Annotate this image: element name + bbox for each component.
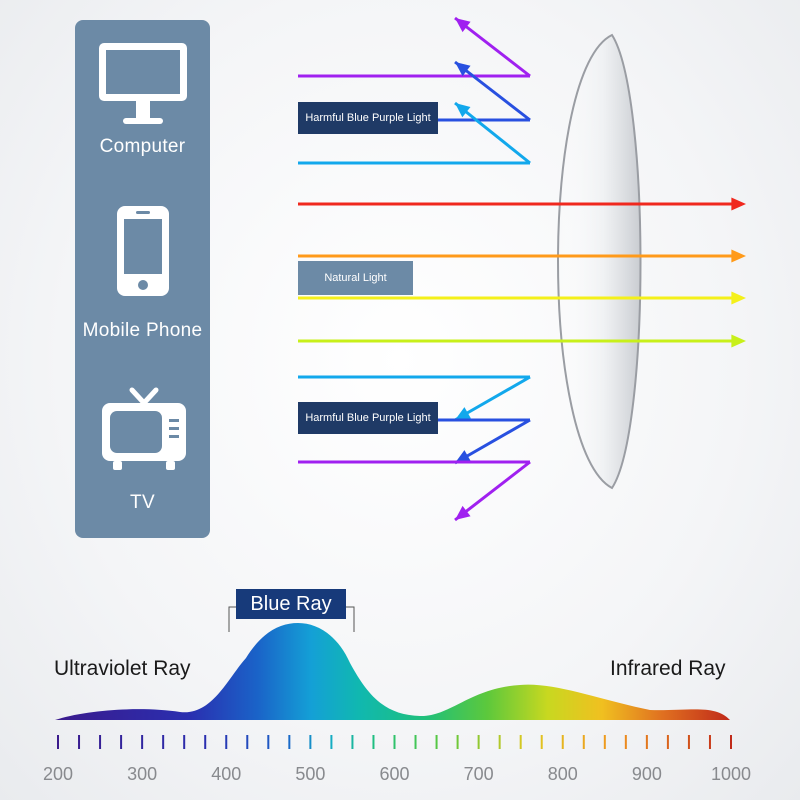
axis-tick-label: 300 xyxy=(127,764,157,784)
spectrum-tick-mark xyxy=(687,735,690,749)
spectrum-tick-mark xyxy=(666,735,669,749)
axis-tick-label: 800 xyxy=(548,764,578,784)
infrared-ray-label: Infrared Ray xyxy=(610,657,726,680)
arrowhead-cyan-3 xyxy=(455,407,471,420)
spectrum-tick-mark xyxy=(435,735,438,749)
axis-tick-label: 600 xyxy=(379,764,409,784)
blue-ray-label: Blue Ray xyxy=(236,589,346,619)
device-label-tv: TV xyxy=(130,492,155,513)
spectrum-curve xyxy=(55,623,730,720)
spectrum-tick-mark xyxy=(456,735,459,749)
light-ray-diagram xyxy=(298,16,746,522)
spectrum-tick-mark xyxy=(730,735,732,749)
spectrum-tick-mark xyxy=(645,735,648,749)
spectrum-tick-mark xyxy=(141,735,144,749)
arrowhead-red xyxy=(731,197,746,211)
spectrum-tick-mark xyxy=(330,735,333,749)
spectrum-tick-mark xyxy=(204,735,207,749)
spectrum-tick-mark xyxy=(120,735,123,749)
device-label-computer: Computer xyxy=(99,136,186,157)
reflected-ray-blue-diagonal-1 xyxy=(454,60,531,122)
spectrum-tick-mark xyxy=(498,735,501,749)
axis-tick-label: 700 xyxy=(464,764,494,784)
arrowhead-cyan-2 xyxy=(455,103,471,118)
arrowhead-violet-0 xyxy=(455,18,471,33)
light-spectrum: 200 300 400 500 600 700 800 900 1000 xyxy=(43,606,751,784)
spectrum-tick-mark xyxy=(351,735,354,749)
spectrum-tick-mark xyxy=(246,735,249,749)
spectrum-tick-mark xyxy=(225,735,228,749)
axis-tick-label: 200 xyxy=(43,764,73,784)
spectrum-tick-mark xyxy=(288,735,291,749)
spectrum-tick-mark xyxy=(57,735,59,749)
axis-tick-label: 500 xyxy=(295,764,325,784)
monitor-icon xyxy=(99,43,187,124)
device-label-mobile-phone: Mobile Phone xyxy=(82,320,203,341)
reflected-ray-violet-diagonal-5 xyxy=(454,460,531,522)
spectrum-tick-mark xyxy=(309,735,312,749)
spectrum-tick-mark xyxy=(477,735,480,749)
spectrum-tick-mark xyxy=(582,735,585,749)
axis-tick-label: 900 xyxy=(632,764,662,784)
harmful-light-label-top: Harmful Blue Purple Light xyxy=(298,102,438,134)
axis-tick-label: 400 xyxy=(211,764,241,784)
ultraviolet-ray-label: Ultraviolet Ray xyxy=(54,657,191,680)
arrowhead-yellow-green xyxy=(731,334,746,348)
spectrum-tick-mark xyxy=(162,735,165,749)
spectrum-tick-mark xyxy=(393,735,396,749)
device-panel: Computer Mobile Phone TV xyxy=(75,20,210,538)
natural-light-label: Natural Light xyxy=(298,261,413,295)
reflected-ray-violet-diagonal-0 xyxy=(454,16,531,78)
spectrum-tick-mark xyxy=(561,735,564,749)
lens xyxy=(557,33,642,490)
tv-icon xyxy=(102,387,186,470)
harmful-light-label-bottom: Harmful Blue Purple Light xyxy=(298,402,438,434)
spectrum-tick-mark xyxy=(267,735,270,749)
reflected-ray-cyan-diagonal-2 xyxy=(454,101,531,165)
spectrum-tick-mark xyxy=(78,735,81,749)
spectrum-tick-mark xyxy=(540,735,543,749)
arrowhead-violet-5 xyxy=(455,505,471,520)
axis-tick-label: 1000 xyxy=(711,764,751,784)
spectrum-tick-mark xyxy=(519,735,522,749)
arrowhead-yellow xyxy=(731,291,746,305)
spectrum-tick-mark xyxy=(624,735,627,749)
smartphone-icon xyxy=(117,206,169,296)
spectrum-tick-mark xyxy=(603,735,606,749)
spectrum-tick-mark xyxy=(708,735,711,749)
spectrum-tick-mark xyxy=(99,735,102,749)
spectrum-tick-mark xyxy=(183,735,186,749)
arrowhead-orange xyxy=(731,249,746,263)
arrowhead-blue-4 xyxy=(455,450,471,463)
arrowhead-blue-1 xyxy=(455,62,471,77)
spectrum-tick-mark xyxy=(414,735,417,749)
spectrum-tick-mark xyxy=(372,735,375,749)
